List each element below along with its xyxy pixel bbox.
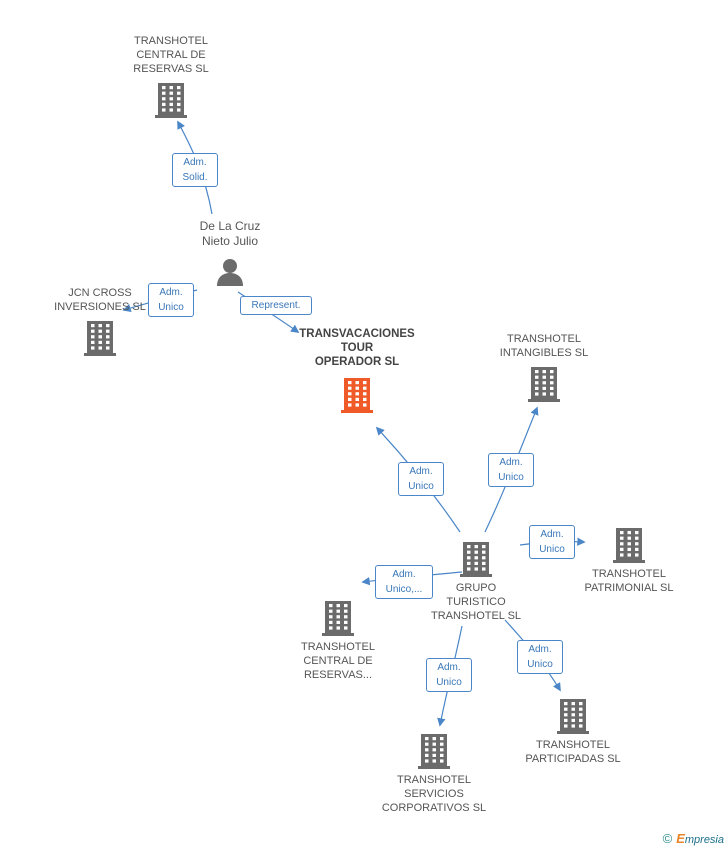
building-icon (341, 378, 373, 413)
relation-badge-adm-unico-participadas[interactable]: Adm. Unico (517, 640, 563, 674)
building-icon (84, 321, 116, 356)
building-icon (460, 542, 492, 577)
relation-badge-adm-solid[interactable]: Adm. Solid. (172, 153, 218, 187)
node-participadas[interactable]: TRANSHOTEL PARTICIPADAS SL (516, 698, 630, 766)
copyright-icon: © (662, 831, 673, 846)
brand-logo: Empresia (676, 831, 724, 846)
node-jcn[interactable]: JCN CROSS INVERSIONES SL (48, 286, 152, 356)
building-icon (155, 83, 187, 118)
node-label: TRANSVACACIONES TOUR OPERADOR SL (299, 328, 415, 368)
node-label: De La Cruz Nieto Julio (199, 219, 261, 248)
node-label: TRANSHOTEL SERVICIOS CORPORATIVOS SL (381, 774, 487, 814)
relation-badge-adm-unico-patrimonial[interactable]: Adm. Unico (529, 525, 575, 559)
node-reservas-bottom[interactable]: TRANSHOTEL CENTRAL DE RESERVAS... (284, 600, 392, 682)
node-label: GRUPO TURISTICO TRANSHOTEL SL (430, 582, 522, 622)
footer-brand: © Empresia (663, 831, 724, 846)
person-icon (217, 259, 243, 286)
relation-badge-adm-unico-multi[interactable]: Adm. Unico,... (375, 565, 433, 599)
node-person[interactable]: De La Cruz Nieto Julio (180, 219, 280, 287)
node-main[interactable]: TRANSVACACIONES TOUR OPERADOR SL (290, 327, 424, 413)
node-grupo[interactable]: GRUPO TURISTICO TRANSHOTEL SL (424, 541, 528, 623)
node-reservas-top[interactable]: TRANSHOTEL CENTRAL DE RESERVAS SL (115, 34, 227, 118)
relation-badge-adm-unico-intangibles[interactable]: Adm. Unico (488, 453, 534, 487)
node-label: TRANSHOTEL CENTRAL DE RESERVAS SL (133, 35, 209, 75)
node-patrimonial[interactable]: TRANSHOTEL PATRIMONIAL SL (574, 527, 684, 595)
relation-badge-adm-unico-jcn[interactable]: Adm. Unico (148, 283, 194, 317)
node-label: TRANSHOTEL PARTICIPADAS SL (525, 739, 621, 765)
building-icon (322, 601, 354, 636)
relation-badge-represent[interactable]: Represent. (240, 296, 312, 315)
node-label: TRANSHOTEL INTANGIBLES SL (499, 333, 589, 359)
relation-badge-adm-unico-main[interactable]: Adm. Unico (398, 462, 444, 496)
building-icon (418, 734, 450, 769)
node-label: JCN CROSS INVERSIONES SL (54, 287, 146, 313)
node-servicios[interactable]: TRANSHOTEL SERVICIOS CORPORATIVOS SL (374, 733, 494, 815)
building-icon (528, 367, 560, 402)
building-icon (613, 528, 645, 563)
building-icon (557, 699, 589, 734)
node-label: TRANSHOTEL CENTRAL DE RESERVAS... (301, 641, 375, 681)
node-intangibles[interactable]: TRANSHOTEL INTANGIBLES SL (488, 332, 600, 402)
relation-badge-adm-unico-servicios[interactable]: Adm. Unico (426, 658, 472, 692)
node-label: TRANSHOTEL PATRIMONIAL SL (584, 568, 674, 594)
